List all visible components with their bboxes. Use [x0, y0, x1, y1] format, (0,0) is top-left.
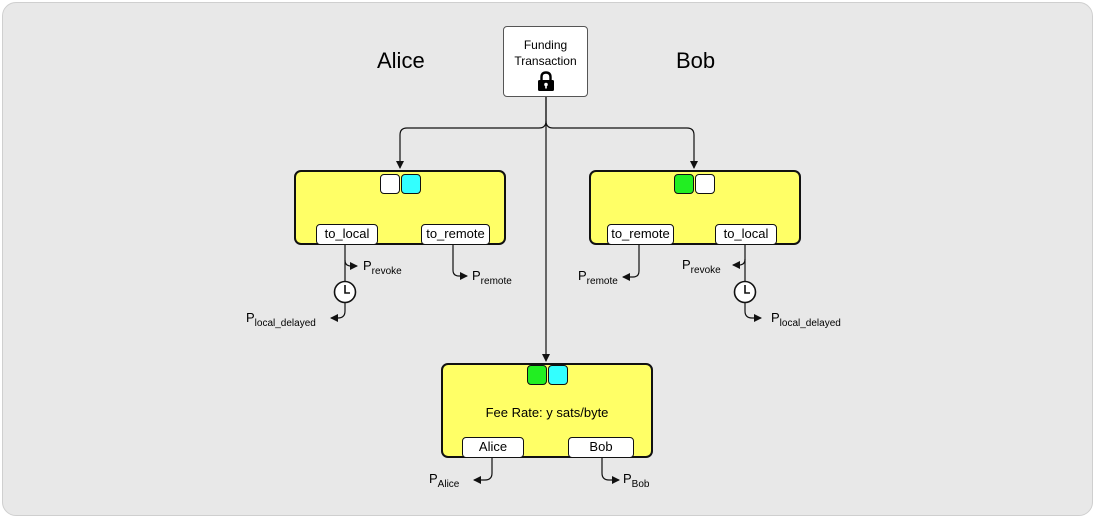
fee-rate-label: Fee Rate: y sats/byte [485, 405, 609, 420]
closing-tx: Fee Rate: y sats/byte Alice Bob [441, 363, 653, 458]
bob-remote-key: Premote [578, 268, 618, 287]
alice-flag-white [380, 174, 400, 194]
closing-output-bob: Bob [568, 437, 634, 458]
funding-to-bob-line [545, 120, 698, 169]
closing-bob-key: PBob [623, 471, 650, 490]
alice-revoke-key: Prevoke [363, 258, 402, 277]
funding-to-alice-line [396, 97, 547, 169]
alice-output-to-remote: to_remote [421, 224, 490, 245]
bob-to-remote-line [622, 245, 640, 281]
bob-heading: Bob [676, 48, 716, 73]
alice-flag-cyan [401, 174, 421, 194]
bob-commitment-tx: to_remote to_local [589, 170, 801, 245]
alice-heading: Alice [377, 48, 425, 73]
bob-output-to-local: to_local [715, 224, 777, 245]
alice-delayed-line [330, 303, 346, 322]
closing-alice-key: PAlice [429, 471, 460, 490]
bob-revoke-key: Prevoke [682, 257, 721, 276]
alice-commitment-tx: to_local to_remote [294, 170, 506, 245]
closing-alice-line [473, 457, 493, 484]
closing-bob-line [601, 457, 620, 484]
funding-transaction-box: Funding Transaction [503, 26, 588, 97]
alice-local-delayed-key: Plocal_delayed [246, 310, 316, 329]
bob-flag-green [674, 174, 694, 194]
bob-output-to-remote: to_remote [607, 224, 674, 245]
alice-to-local-revoke-line [344, 244, 358, 270]
closing-output-alice: Alice [462, 437, 524, 458]
alice-remote-key: Premote [472, 268, 512, 287]
bob-to-local-revoke-line [732, 244, 746, 269]
bob-clock-icon [733, 280, 757, 304]
lock-icon [538, 71, 554, 91]
closing-flag-cyan [548, 365, 568, 385]
alice-output-to-local: to_local [316, 224, 378, 245]
alice-to-remote-line [452, 244, 468, 280]
bob-flag-white [695, 174, 715, 194]
funding-title: Funding Transaction [514, 38, 577, 68]
bob-delayed-line [744, 303, 762, 322]
bob-local-delayed-key: Plocal_delayed [771, 310, 841, 329]
closing-flag-green [527, 365, 547, 385]
alice-clock-icon [333, 280, 357, 304]
